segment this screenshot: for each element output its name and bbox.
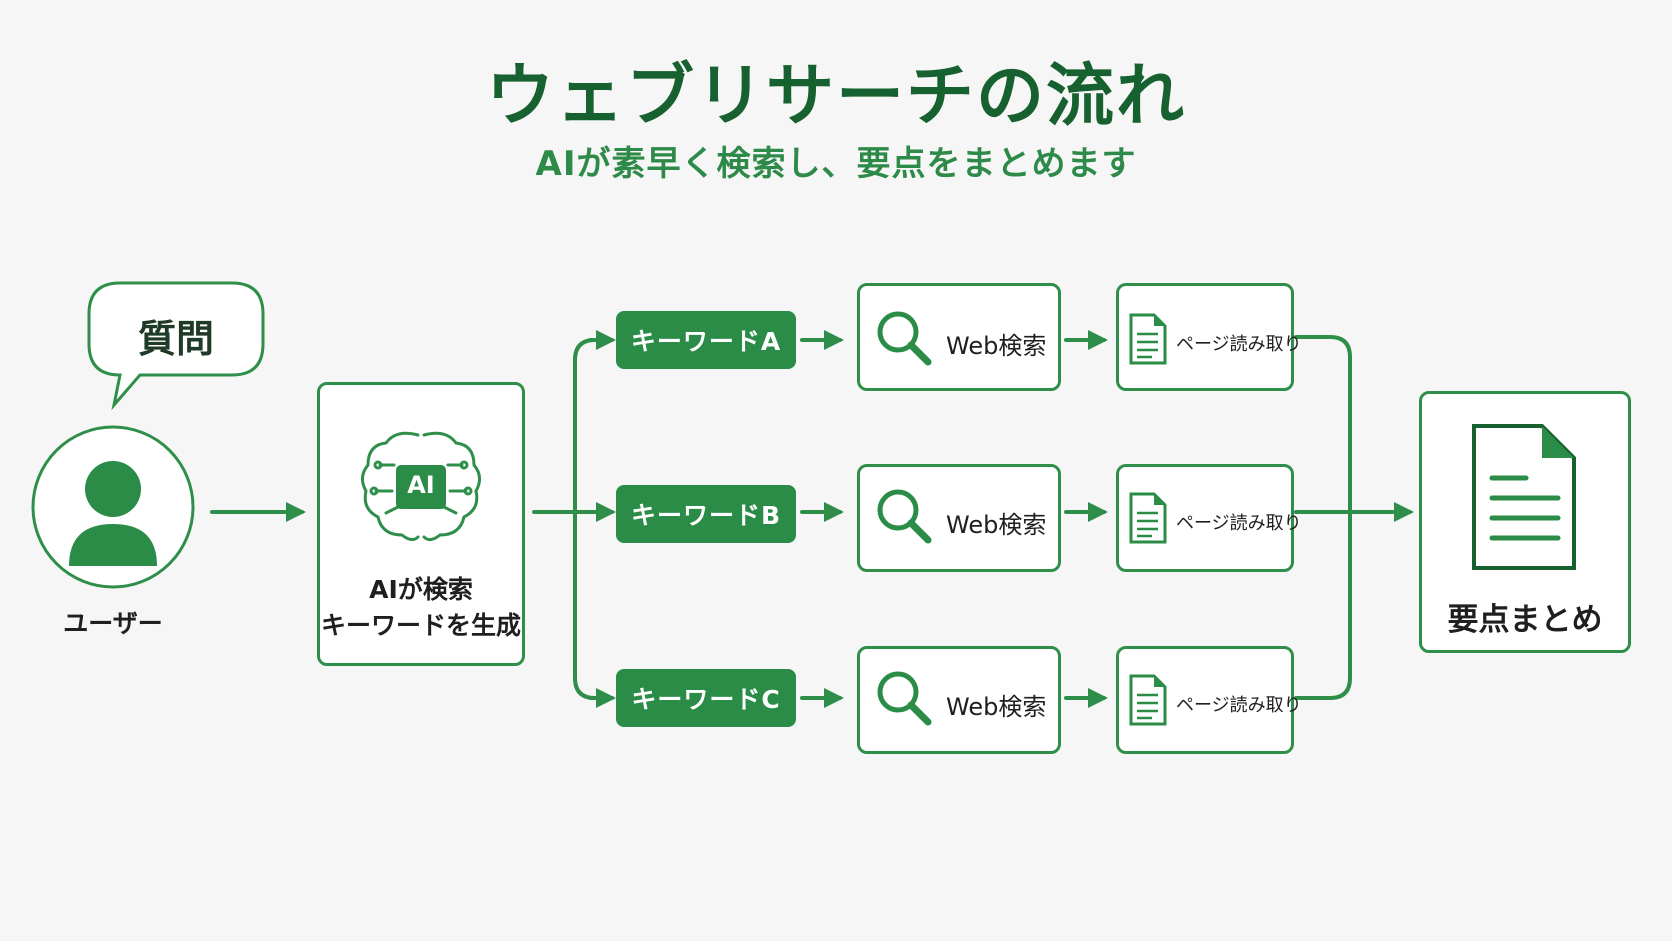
keyword-b-label: キーワードB: [630, 501, 782, 530]
document-icon: [1129, 313, 1167, 365]
magnifier-icon: [877, 489, 932, 544]
document-icon: [1129, 492, 1167, 544]
user-label: ユーザー: [63, 609, 163, 638]
page-read-label-a: ページ読み取り: [1176, 334, 1302, 355]
page-read-label-b: ページ読み取り: [1176, 513, 1302, 534]
keyword-c-label: キーワードC: [631, 685, 781, 714]
person-icon: [31, 425, 195, 589]
web-search-box-a: [857, 283, 1061, 391]
document-icon: [1129, 674, 1167, 726]
page-title: ウェブリサーチの流れ: [485, 57, 1186, 136]
summary-document-icon: [1472, 424, 1576, 570]
magnifier-icon: [877, 311, 932, 366]
web-search-label-b: Web検索: [946, 511, 1047, 539]
page-subtitle: AIが素早く検索し、要点をまとめます: [535, 144, 1137, 184]
magnifier-icon: [877, 671, 932, 726]
ai-label-line1: AIが検索: [369, 575, 473, 604]
question-text: 質問: [137, 317, 214, 361]
branch-vertical: [573, 338, 602, 700]
page-read-label-c: ページ読み取り: [1176, 695, 1302, 716]
ai-label-line2: キーワードを生成: [320, 611, 521, 640]
web-search-box-c: [857, 646, 1061, 754]
summary-label: 要点まとめ: [1447, 602, 1603, 638]
keyword-b-chip: キーワードB: [616, 485, 796, 543]
web-search-label-c: Web検索: [946, 693, 1047, 721]
keyword-a-chip: キーワードA: [616, 311, 796, 369]
web-search-box-b: [857, 464, 1061, 572]
merge-lines: [1294, 335, 1352, 700]
speech-bubble: [87, 281, 265, 410]
ai-badge: AI: [407, 471, 435, 499]
keyword-a-label: キーワードA: [630, 327, 782, 356]
keyword-c-chip: キーワードC: [616, 669, 796, 727]
ai-keyword-box: [317, 382, 525, 666]
ai-brain-icon: [361, 431, 481, 542]
web-search-label-a: Web検索: [946, 332, 1047, 360]
